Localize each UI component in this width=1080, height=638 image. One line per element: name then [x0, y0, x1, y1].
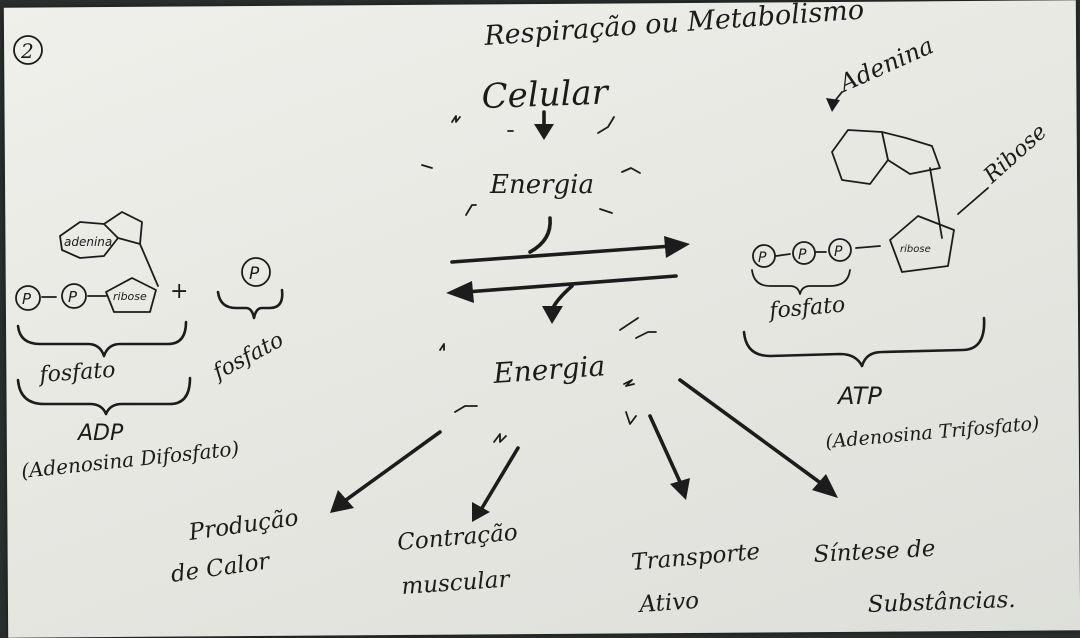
atp-bond-p1-p2	[775, 253, 791, 257]
atp-phosphate-2-symbol: P	[798, 247, 807, 263]
atp-full-name: (Adenosina Trifosfato)	[825, 412, 1041, 453]
atp-adenine-label: Adenina	[833, 31, 937, 98]
atp-ribose-pointer	[957, 187, 989, 215]
adp-phosphate-1-symbol: P	[22, 290, 32, 308]
adp-phosphate-label: fosfato	[37, 358, 117, 388]
free-phosphate-symbol: P	[249, 264, 260, 284]
atp-ribose-pointer-label: Ribose	[979, 120, 1052, 190]
atp-phosphate-1	[752, 244, 776, 268]
atp-adenine-pointer-head	[826, 98, 840, 112]
atp-ribose-ring	[889, 215, 955, 273]
adp-phosphate-1	[15, 285, 41, 311]
arrowhead-to-transporte	[670, 478, 690, 500]
diagram-subtitle: Celular	[481, 73, 610, 117]
page-number: 2	[20, 39, 34, 63]
use-2-line1: Contração	[396, 520, 518, 556]
adp-brace	[16, 376, 192, 416]
arrowhead-celular-to-energia	[534, 124, 554, 140]
energia-top-label: Energia	[489, 170, 594, 200]
atp-adenine-ring-1	[831, 129, 889, 185]
arrow-synthesis	[450, 244, 674, 264]
atp-base-sugar-bond	[929, 167, 943, 239]
use-3-line1: Transporte	[630, 539, 761, 576]
atp-phosphate-3-symbol: P	[834, 244, 843, 260]
arrowhead-to-calor	[330, 490, 354, 513]
atp-bond-p3-sugar	[855, 245, 881, 249]
arrowhead-to-sintese	[812, 474, 838, 498]
adp-phosphate-2	[61, 283, 87, 309]
use-3-line2: Ativo	[637, 588, 700, 618]
arrow-to-calor	[344, 430, 442, 502]
free-phosphate-brace	[216, 288, 284, 320]
diagram-title: Respiração ou Metabolismo	[482, 0, 865, 52]
atp-adenine-ring-2	[881, 131, 941, 175]
energia-bottom-label: Energia	[491, 349, 606, 390]
atp-name: ATP	[836, 382, 882, 410]
arrow-to-transporte	[648, 414, 682, 484]
atp-brace	[742, 316, 986, 368]
adp-phosphate-brace	[16, 320, 188, 358]
adp-ribose-label: ribose	[113, 290, 147, 303]
arrow-to-sintese	[678, 378, 824, 486]
arrowhead-to-contracao	[472, 502, 490, 522]
free-phosphate: P fosfato	[207, 257, 288, 387]
adp-adenine-ring-2	[103, 211, 143, 245]
energy-input-curve	[528, 216, 552, 254]
adp-name: ADP	[76, 421, 124, 446]
energy-sparks-bottom	[439, 317, 657, 443]
use-1-line2: de Calor	[169, 548, 273, 588]
free-phosphate-circle	[241, 257, 271, 287]
atp-phosphate-3	[828, 238, 852, 262]
energy-sparks-top	[421, 115, 641, 216]
atp-molecule: Adenina Ribose P P P ribose fosfato ATP …	[742, 31, 1052, 453]
atp-phosphate-2	[792, 241, 816, 265]
arrowhead-energy-output	[542, 306, 563, 324]
adp-ribose-ring	[105, 277, 157, 313]
arrowhead-synthesis	[664, 236, 690, 258]
arrowhead-hydrolysis	[446, 281, 474, 303]
use-2-line2: muscular	[401, 566, 513, 600]
atp-phosphate-brace	[751, 269, 851, 295]
adp-base-sugar-bond	[139, 243, 159, 287]
adp-molecule: adenina P P ribose + fosfato ADP (Adenos…	[15, 211, 240, 483]
use-4-line1: Síntese de	[813, 536, 936, 568]
plus-sign: +	[170, 279, 188, 304]
page-number-circle	[13, 35, 43, 65]
arrow-hydrolysis	[464, 274, 678, 294]
use-4-line2: Substâncias.	[867, 587, 1016, 618]
adp-phosphate-2-symbol: P	[68, 288, 78, 306]
adp-adenine-ring-1	[59, 221, 119, 259]
atp-phosphate-label: fosfato	[766, 292, 846, 324]
arrow-to-contracao	[480, 446, 520, 510]
use-1-line1: Produção	[186, 505, 300, 546]
free-phosphate-label: fosfato	[207, 328, 288, 387]
adp-full-name: (Adenosina Difosfato)	[20, 436, 240, 483]
adp-adenine-label: adenina	[64, 235, 112, 249]
atp-ribose-label: ribose	[900, 244, 931, 255]
atp-phosphate-1-symbol: P	[758, 250, 767, 266]
